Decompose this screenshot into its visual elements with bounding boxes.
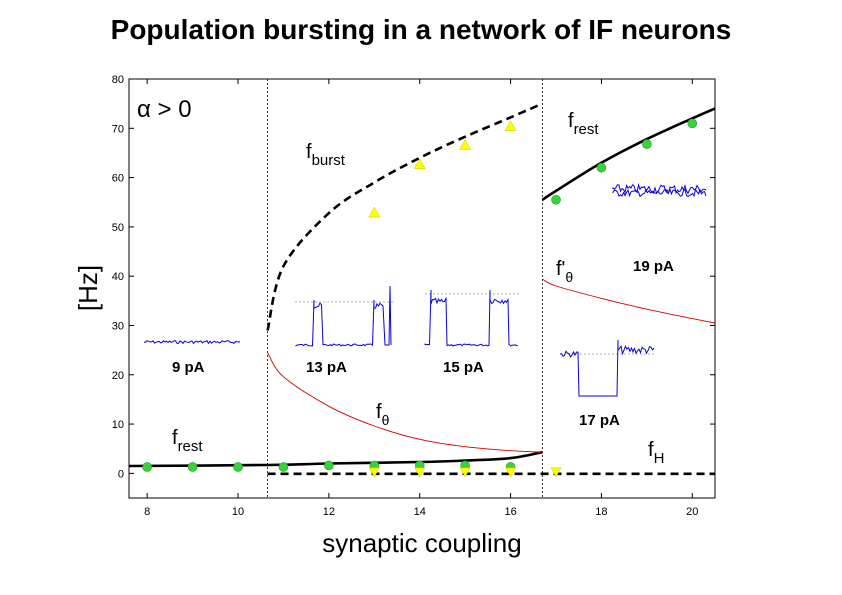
data-point-circle — [142, 462, 152, 472]
x-tick-label: 12 — [323, 506, 335, 518]
inset-label-9pa: 9 pA — [172, 359, 205, 376]
page-title: Population bursting in a network of IF n… — [110, 14, 732, 45]
y-tick-label: 70 — [112, 123, 124, 135]
data-point-triangle-up — [504, 120, 517, 132]
label-f-rest-high: frest — [568, 110, 599, 138]
data-point-circle — [642, 139, 652, 149]
data-point-triangle-up — [368, 206, 381, 218]
data-point-triangle-down — [459, 467, 471, 478]
y-tick-label: 30 — [112, 320, 124, 332]
label-f-theta: fθ — [376, 401, 390, 428]
y-axis-label: [Hz] — [73, 265, 103, 311]
label-f-burst: fburst — [306, 141, 346, 169]
x-tick-label: 20 — [686, 506, 698, 518]
series-line-solid — [129, 450, 543, 468]
data-point-triangle-down — [550, 467, 562, 478]
x-axis-label: synaptic coupling — [322, 528, 521, 558]
data-point-triangle-up — [413, 158, 426, 170]
x-tick-label: 14 — [414, 506, 426, 518]
label-f-h: fH — [648, 439, 664, 467]
data-point-circle — [278, 462, 289, 472]
inset-trace-15pa — [424, 289, 519, 347]
data-point-circle — [233, 462, 243, 472]
inset-trace-19pa — [612, 188, 707, 198]
data-point-triangle-up — [459, 139, 472, 150]
data-point-circle — [187, 462, 198, 472]
data-point-triangle-down — [505, 467, 517, 478]
inset-trace-13pa — [295, 285, 392, 347]
series-line-thin_red — [267, 352, 543, 453]
x-tick-label: 16 — [504, 506, 516, 518]
x-tick-label: 8 — [144, 506, 150, 518]
label-f-theta-prime: f'θ — [556, 258, 573, 285]
data-point-circle — [551, 194, 561, 205]
inset-trace-17pa — [559, 339, 655, 397]
condition-label: α > 0 — [137, 96, 192, 123]
data-point-triangle-down — [414, 467, 426, 478]
inset-trace-9pa — [143, 339, 241, 345]
x-tick-label: 10 — [232, 506, 244, 518]
y-tick-label: 60 — [112, 173, 124, 185]
series-line-solid — [541, 107, 715, 201]
data-point-circle — [324, 460, 334, 471]
inset-label-19pa: 19 pA — [633, 258, 674, 275]
y-tick-label: 80 — [112, 74, 124, 86]
data-point-circle — [687, 118, 698, 129]
inset-label-13pa: 13 pA — [306, 359, 347, 376]
y-tick-label: 50 — [112, 222, 124, 234]
y-tick-label: 40 — [112, 271, 124, 283]
data-point-triangle-down — [368, 467, 380, 478]
data-point-circle — [596, 162, 607, 173]
label-f-rest-low: frest — [172, 427, 203, 455]
y-tick-label: 10 — [112, 419, 124, 431]
plot-frame — [128, 78, 716, 499]
inset-label-15pa: 15 pA — [443, 359, 484, 376]
x-tick-label: 18 — [595, 506, 607, 518]
y-tick-label: 0 — [118, 468, 124, 480]
series-line-dashed — [266, 102, 543, 331]
inset-label-17pa: 17 pA — [579, 412, 620, 429]
inset-trace-19pa — [612, 182, 707, 195]
y-tick-label: 20 — [112, 370, 124, 382]
series-line-thin_red — [542, 278, 715, 324]
